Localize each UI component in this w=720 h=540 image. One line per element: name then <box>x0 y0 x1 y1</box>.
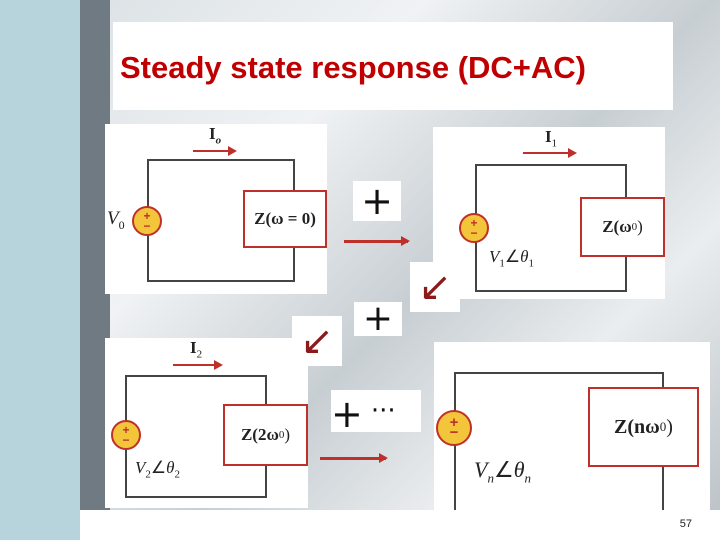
slide-title: Steady state response (DC+AC) <box>120 50 586 85</box>
source-label-dc: V0 <box>107 208 125 232</box>
voltage-source-dc: +− <box>132 206 162 236</box>
sum-arrow-1 <box>344 236 410 246</box>
left-decor-strip <box>0 0 80 540</box>
current-arrow-dc <box>193 146 237 156</box>
current-arrow-1 <box>523 148 577 158</box>
source-label-n: Vn∠θn <box>474 457 531 486</box>
sum-arrow-2 <box>320 453 388 463</box>
plus-sign-1: + <box>353 181 401 221</box>
source-label-1: V1∠θ1 <box>489 247 534 270</box>
current-label-1: I1 <box>545 127 558 150</box>
current-arrow-2 <box>173 360 223 370</box>
voltage-source-n: +− <box>436 410 472 446</box>
source-label-2: V2∠θ2 <box>135 458 180 481</box>
plus-sign-2: + <box>354 301 402 337</box>
voltage-source-1: +− <box>459 213 489 243</box>
diag-arrow-1: ↙ <box>410 262 460 312</box>
impedance-dc: Z(ω = 0) <box>243 190 327 248</box>
voltage-source-2: +− <box>111 420 141 450</box>
page-number: 57 <box>679 518 692 530</box>
plus-sign-3: +··· <box>331 390 421 435</box>
current-label-dc: Io <box>209 124 222 147</box>
dc-circuit-panel: Io +− V0 Z(ω = 0) <box>105 124 327 294</box>
title-box <box>113 22 673 110</box>
current-label-2: I2 <box>190 338 203 361</box>
diag-arrow-2: ↙ <box>292 316 342 366</box>
